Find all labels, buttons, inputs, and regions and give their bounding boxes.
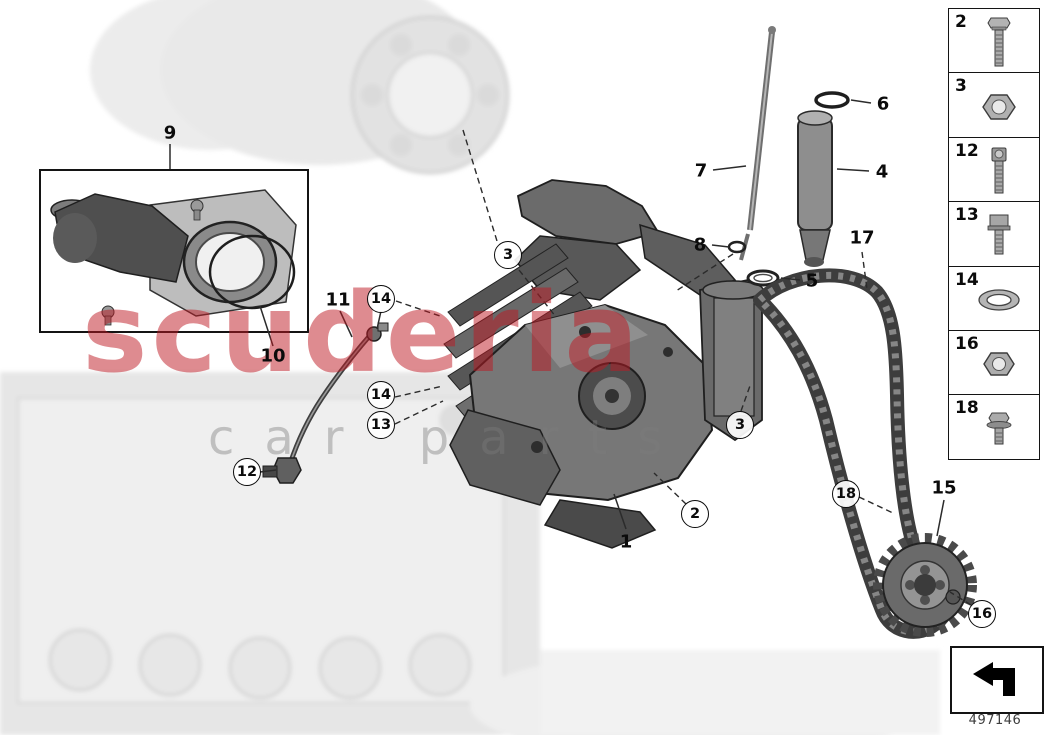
callout-3-b[interactable]: 3 [726, 411, 754, 439]
legend-number: 12 [955, 140, 979, 161]
callout-2[interactable]: 2 [681, 500, 709, 528]
legend-item-3[interactable]: 3 [948, 72, 1040, 139]
callout-9[interactable]: 9 [163, 122, 177, 144]
callout-5[interactable]: 5 [805, 270, 819, 292]
legend-number: 13 [955, 205, 979, 226]
legend-number: 18 [955, 398, 979, 419]
legend-number: 14 [955, 269, 979, 290]
hex-nut-icon [980, 349, 1018, 383]
hex-bolt-long-icon [986, 15, 1012, 73]
callout-8[interactable]: 8 [693, 234, 707, 256]
callout-15[interactable]: 15 [931, 477, 957, 499]
legend-item-12[interactable]: 12 [948, 136, 1040, 203]
hex-nut-icon [979, 91, 1019, 127]
legend-number: 2 [955, 12, 967, 32]
legend-item-14[interactable]: 14 [948, 265, 1040, 332]
callout-17[interactable]: 17 [849, 227, 875, 249]
o-ring-icon [975, 287, 1023, 317]
legend-item-18[interactable]: 18 [948, 394, 1040, 461]
socket-head-bolt-icon [987, 146, 1011, 200]
part-number: 497146 [968, 713, 1022, 728]
callout-18[interactable]: 18 [832, 480, 860, 508]
diagram-arrow-icon [973, 662, 1015, 696]
fastener-legend: 2 3 [948, 8, 1040, 461]
callout-6[interactable]: 6 [876, 93, 890, 115]
callout-13[interactable]: 13 [367, 411, 395, 439]
diagram-link-box[interactable] [950, 646, 1044, 714]
legend-item-13[interactable]: 13 [948, 201, 1040, 268]
callout-1[interactable]: 1 [619, 531, 633, 553]
legend-number: 3 [955, 76, 967, 97]
flange-bolt-icon [984, 410, 1014, 452]
callout-12[interactable]: 12 [233, 458, 261, 486]
callout-7[interactable]: 7 [694, 160, 708, 182]
legend-number: 16 [955, 334, 979, 355]
callout-11[interactable]: 11 [325, 289, 351, 311]
callout-16[interactable]: 16 [968, 600, 996, 628]
legend-item-16[interactable]: 16 [948, 330, 1040, 397]
callout-10[interactable]: 10 [260, 345, 286, 367]
legend-item-2[interactable]: 2 [948, 8, 1040, 74]
callout-14-b[interactable]: 14 [367, 381, 395, 409]
hex-bolt-washer-icon [986, 213, 1012, 261]
callout-14-a[interactable]: 14 [367, 285, 395, 313]
callout-4[interactable]: 4 [875, 161, 889, 183]
callout-3-a[interactable]: 3 [494, 241, 522, 269]
